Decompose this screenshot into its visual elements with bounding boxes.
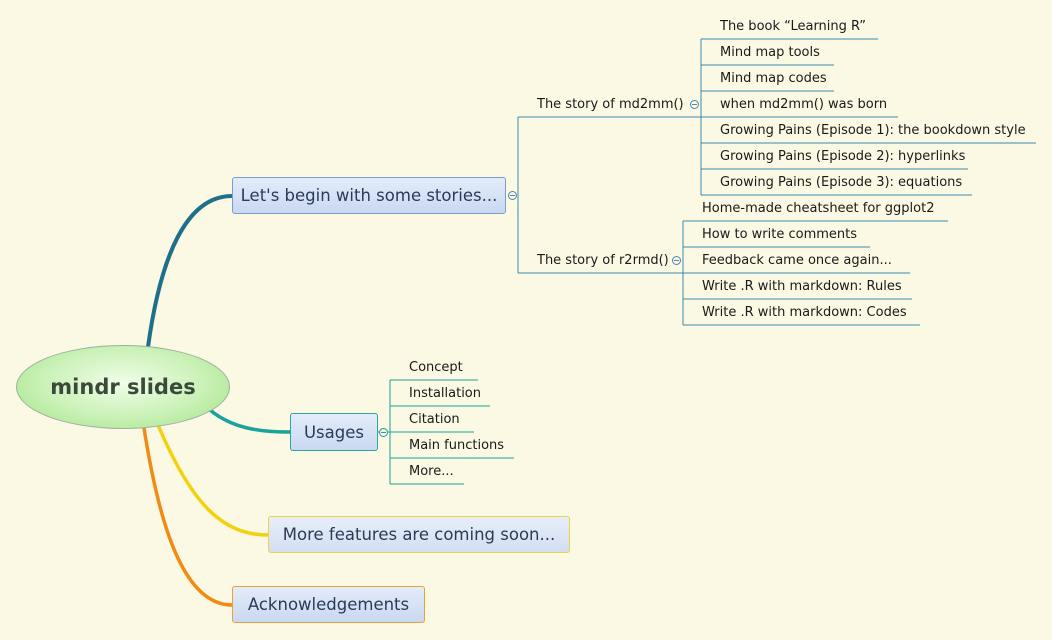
leaf-md2mm-item[interactable]: Growing Pains (Episode 2): hyperlinks bbox=[720, 149, 966, 164]
connector-md2mm-leaves bbox=[700, 38, 1036, 196]
collapse-stories-toggle[interactable] bbox=[508, 191, 517, 200]
leaf-md2mm-item[interactable]: when md2mm() was born bbox=[720, 97, 888, 112]
leaf-md2mm-item[interactable]: The book “Learning R” bbox=[720, 19, 866, 34]
branch-usages-node[interactable]: Usages bbox=[290, 413, 378, 451]
leaf-r2rmd-item[interactable]: Feedback came once again... bbox=[702, 253, 892, 268]
connector-stories-sub bbox=[517, 116, 701, 274]
connector-more-features bbox=[156, 423, 270, 537]
leaf-usages-item[interactable]: Installation bbox=[409, 386, 482, 401]
collapse-md2mm-toggle[interactable] bbox=[690, 100, 699, 109]
collapse-r2rmd-toggle[interactable] bbox=[672, 256, 681, 265]
leaf-usages-item[interactable]: More... bbox=[409, 464, 454, 479]
leaf-r2rmd-item[interactable]: Write .R with markdown: Rules bbox=[702, 279, 902, 294]
leaf-r2rmd-item[interactable]: How to write comments bbox=[702, 227, 858, 242]
leaf-r2rmd-item[interactable]: Home-made cheatsheet for ggplot2 bbox=[702, 201, 935, 216]
branch-stories-node[interactable]: Let's begin with some stories... bbox=[232, 177, 506, 214]
leaf-usages-item[interactable]: Concept bbox=[409, 360, 463, 375]
connector-r2rmd-leaves bbox=[682, 220, 948, 326]
collapse-usages-toggle[interactable] bbox=[379, 428, 388, 437]
leaf-usages-item[interactable]: Citation bbox=[409, 412, 460, 427]
connector-stories bbox=[146, 194, 234, 349]
subbranch-md2mm-label[interactable]: The story of md2mm() bbox=[537, 97, 684, 112]
leaf-usages-item[interactable]: Main functions bbox=[409, 438, 505, 453]
leaf-md2mm-item[interactable]: Growing Pains (Episode 1): the bookdown … bbox=[720, 123, 1026, 138]
leaf-r2rmd-item[interactable]: Write .R with markdown: Codes bbox=[702, 305, 907, 320]
leaf-md2mm-item[interactable]: Mind map codes bbox=[720, 71, 827, 86]
branch-more-features-node[interactable]: More features are coming soon... bbox=[268, 516, 570, 553]
branch-acknowledgements-node[interactable]: Acknowledgements bbox=[232, 586, 425, 623]
root-node[interactable]: mindr slides bbox=[16, 345, 230, 429]
leaf-md2mm-item[interactable]: Growing Pains (Episode 3): equations bbox=[720, 175, 963, 190]
subbranch-r2rmd-label[interactable]: The story of r2rmd() bbox=[537, 253, 669, 268]
connector-acknowledgements bbox=[142, 426, 234, 607]
leaf-md2mm-item[interactable]: Mind map tools bbox=[720, 45, 820, 60]
connector-usages bbox=[208, 408, 292, 434]
